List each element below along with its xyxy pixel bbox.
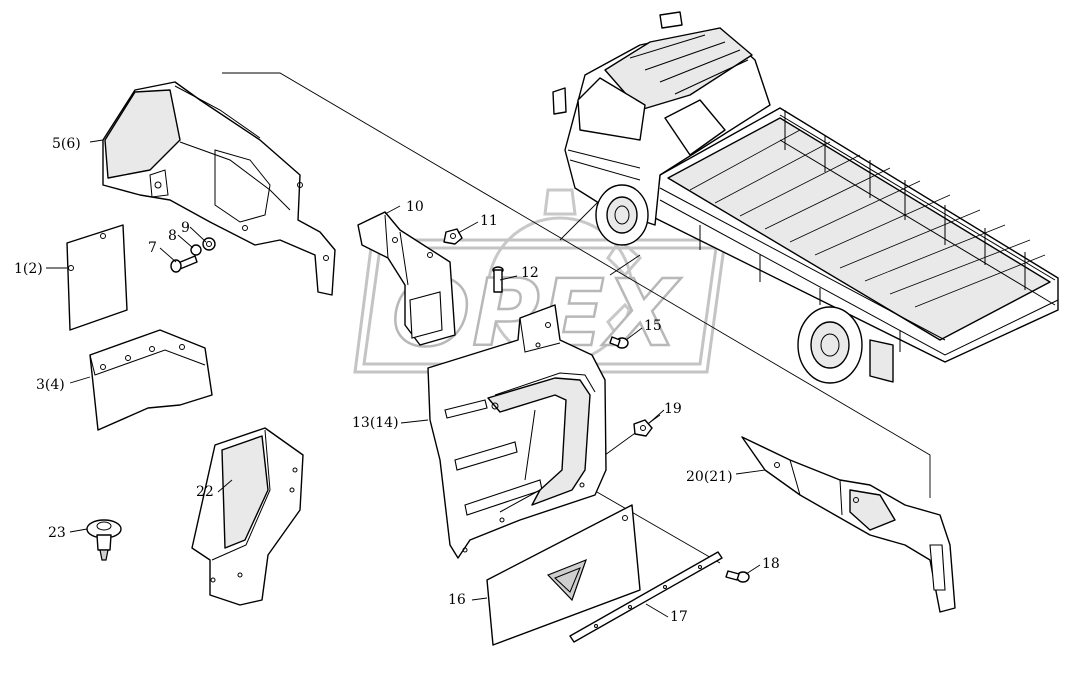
part-11-nut bbox=[443, 228, 463, 245]
callout-8: 8 bbox=[168, 228, 177, 244]
callout-1: 1(2) bbox=[14, 261, 43, 277]
callout-leaders bbox=[46, 139, 766, 618]
part-5-upper-fender bbox=[102, 81, 336, 296]
callout-18: 18 bbox=[762, 556, 780, 572]
assembly-leader-lines bbox=[222, 72, 931, 564]
callout-7: 7 bbox=[148, 240, 157, 256]
part-16-rubber-flap bbox=[486, 504, 641, 646]
part-1-mud-flap bbox=[66, 224, 128, 331]
callout-22: 22 bbox=[196, 484, 214, 500]
callout-11: 11 bbox=[480, 213, 498, 229]
callout-23: 23 bbox=[48, 525, 66, 541]
rear-wheel bbox=[797, 306, 863, 384]
part-15-bolt bbox=[609, 336, 629, 349]
part-19-nut bbox=[633, 419, 653, 437]
part-18-bolt bbox=[725, 570, 750, 583]
part-20-rear-bracket bbox=[741, 436, 956, 613]
part-13-mudguard bbox=[427, 304, 607, 559]
callout-16: 16 bbox=[448, 592, 466, 608]
callout-10: 10 bbox=[406, 199, 424, 215]
part-23-clip bbox=[86, 519, 122, 561]
callout-20: 20(21) bbox=[686, 469, 733, 485]
callout-labels: 5(6) 1(2) 3(4) 7 8 9 10 11 12 15 13(14) … bbox=[14, 136, 780, 625]
front-wheel bbox=[595, 184, 649, 246]
callout-13: 13(14) bbox=[352, 415, 399, 431]
fasteners-7-8-9 bbox=[170, 237, 216, 273]
callout-19: 19 bbox=[664, 401, 682, 417]
callout-5: 5(6) bbox=[52, 136, 81, 152]
callout-12: 12 bbox=[521, 265, 539, 281]
part-12-bolt bbox=[492, 266, 504, 293]
part-22-stay bbox=[191, 427, 304, 606]
watermark-frame-inner bbox=[362, 246, 718, 366]
truck-illustration bbox=[552, 11, 1059, 384]
callout-3: 3(4) bbox=[36, 377, 65, 393]
callout-15: 15 bbox=[644, 318, 662, 334]
part-10-bracket bbox=[357, 211, 456, 346]
callout-9: 9 bbox=[181, 220, 190, 236]
part-3-bracket bbox=[89, 329, 213, 431]
callout-17: 17 bbox=[670, 609, 688, 625]
part-17-strip bbox=[569, 551, 723, 643]
